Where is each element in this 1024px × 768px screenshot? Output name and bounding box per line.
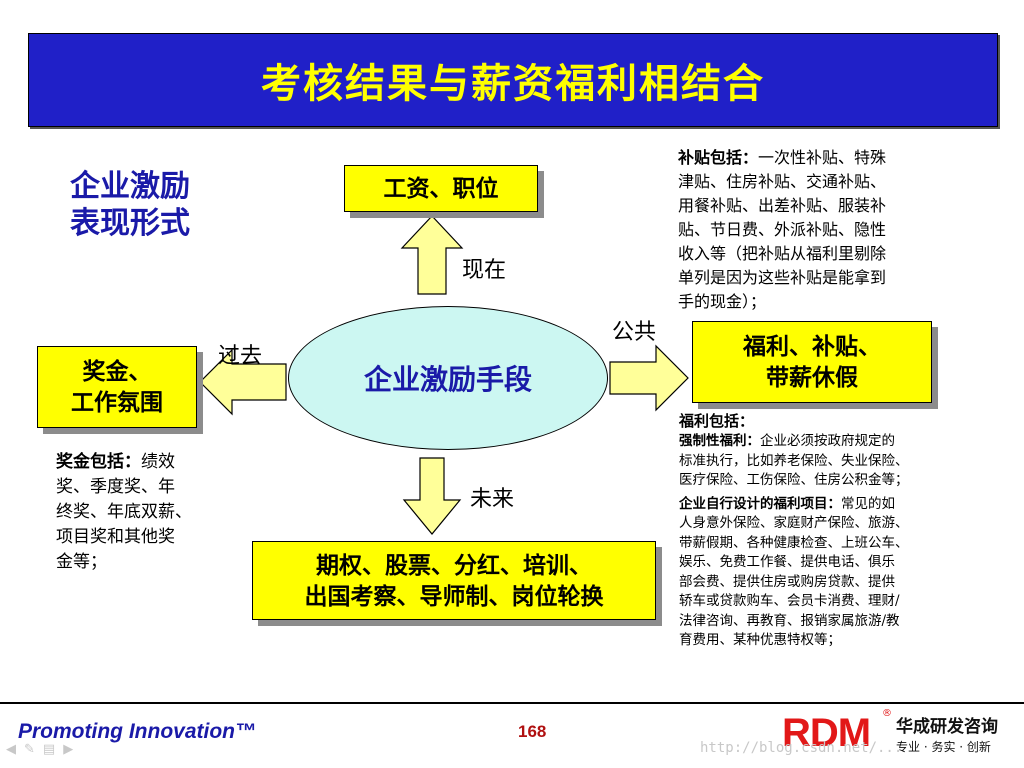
- side-title-line1: 企业激励: [70, 169, 190, 204]
- prev-slide-icon[interactable]: ◀: [6, 742, 16, 757]
- welfare-custom-line: 部会费、提供住房或购房贷款、提供: [679, 573, 895, 590]
- welfare-custom-line: 带薪假期、各种健康检查、上班公车、: [679, 534, 909, 551]
- box-top: 工资、职位: [344, 165, 538, 212]
- logo-registered: ®: [882, 708, 892, 719]
- welfare-note: 福利包括： 强制性福利：企业必须按政府规定的 标准执行，比如养老保险、失业保险、…: [679, 410, 979, 651]
- logo-mark: RDM: [782, 711, 871, 755]
- welfare-custom-line: 娱乐、免费工作餐、提供电话、俱乐: [679, 554, 895, 570]
- subsidy-note-line: 单列是因为这些补贴是能拿到: [678, 268, 887, 287]
- arrow-down: [402, 457, 462, 535]
- company-logo: RDM ® 华成研发咨询 专业 · 务实 · 创新: [782, 708, 1018, 764]
- arrow-left: [199, 348, 287, 416]
- welfare-mandatory-line: 企业必须按政府规定的: [760, 433, 895, 449]
- box-bottom: 期权、股票、分红、培训、 出国考察、导师制、岗位轮换: [252, 541, 656, 620]
- bonus-note: 奖金包括：绩效 奖、季度奖、年 终奖、年底双薪、 项目奖和其他奖 金等；: [56, 450, 236, 575]
- label-future: 未来: [470, 487, 515, 512]
- box-left: 奖金、 工作氛围: [37, 346, 197, 428]
- next-slide-icon[interactable]: ▶: [63, 742, 74, 757]
- title-bar: 考核结果与薪资福利相结合: [28, 33, 998, 127]
- footer-divider: [0, 702, 1024, 704]
- subsidy-note-line: 收入等（把补贴从福利里剔除: [678, 244, 887, 263]
- bonus-note-line: 奖、季度奖、年: [56, 477, 175, 497]
- welfare-custom-line: 育费用、某种优惠特权等；: [679, 632, 841, 648]
- label-public: 公共: [612, 320, 657, 345]
- bonus-note-line: 绩效: [141, 452, 175, 472]
- center-label: 企业激励手段: [363, 363, 532, 396]
- arrow-right: [609, 344, 689, 412]
- subsidy-note-line: 手的现金）；: [678, 292, 767, 311]
- subsidy-note-line: 贴、节日费、外派补贴、隐性: [678, 220, 887, 239]
- welfare-custom-head: 企业自行设计的福利项目：: [679, 495, 841, 512]
- subsidy-note-head: 补贴包括：: [678, 148, 759, 167]
- subsidy-note: 补贴包括：一次性补贴、特殊 津贴、住房补贴、交通补贴、 用餐补贴、出差补贴、服装…: [678, 146, 968, 314]
- bonus-note-line: 终奖、年底双薪、: [56, 502, 192, 522]
- welfare-mandatory-line: 医疗保险、工伤保险、住房公积金等；: [679, 472, 909, 488]
- label-now: 现在: [462, 258, 507, 283]
- logo-tagline: 专业 · 务实 · 创新: [896, 740, 991, 754]
- welfare-mandatory-head: 强制性福利：: [679, 433, 760, 449]
- center-ellipse: 企业激励手段: [288, 306, 608, 450]
- subsidy-note-line: 一次性补贴、特殊: [758, 148, 887, 167]
- subsidy-note-line: 用餐补贴、出差补贴、服装补: [678, 196, 887, 215]
- welfare-note-head: 福利包括：: [679, 412, 755, 430]
- slide-title: 考核结果与薪资福利相结合: [261, 60, 765, 107]
- welfare-mandatory-line: 标准执行，比如养老保险、失业保险、: [679, 452, 909, 469]
- bonus-note-line: 金等；: [56, 552, 107, 572]
- url-watermark: http://blog.csdn.net/...: [700, 740, 903, 756]
- pen-icon[interactable]: ✎: [24, 742, 35, 757]
- slide-nav[interactable]: ◀ ✎ ▤ ▶: [6, 742, 73, 757]
- welfare-custom-line: 常见的如: [841, 495, 895, 512]
- menu-icon[interactable]: ▤: [42, 742, 56, 757]
- bonus-note-line: 项目奖和其他奖: [56, 527, 175, 547]
- box-right: 福利、补贴、 带薪休假: [692, 321, 932, 403]
- logo-company-name: 华成研发咨询: [896, 717, 998, 737]
- subsidy-note-line: 津贴、住房补贴、交通补贴、: [678, 172, 887, 191]
- side-title-line2: 表现形式: [70, 206, 190, 241]
- side-title: 企业激励 表现形式: [70, 168, 240, 242]
- label-past: 过去: [218, 344, 263, 369]
- footer-slogan: Promoting Innovation™: [18, 720, 256, 743]
- welfare-custom-line: 人身意外保险、家庭财产保险、旅游、: [679, 515, 909, 531]
- welfare-custom-line: 轿车或贷款购车、会员卡消费、理财/: [679, 593, 900, 609]
- bonus-note-head: 奖金包括：: [56, 452, 141, 472]
- page-number: 168: [518, 722, 547, 741]
- welfare-custom-line: 法律咨询、再教育、报销家属旅游/教: [679, 612, 900, 629]
- arrow-up: [400, 215, 464, 295]
